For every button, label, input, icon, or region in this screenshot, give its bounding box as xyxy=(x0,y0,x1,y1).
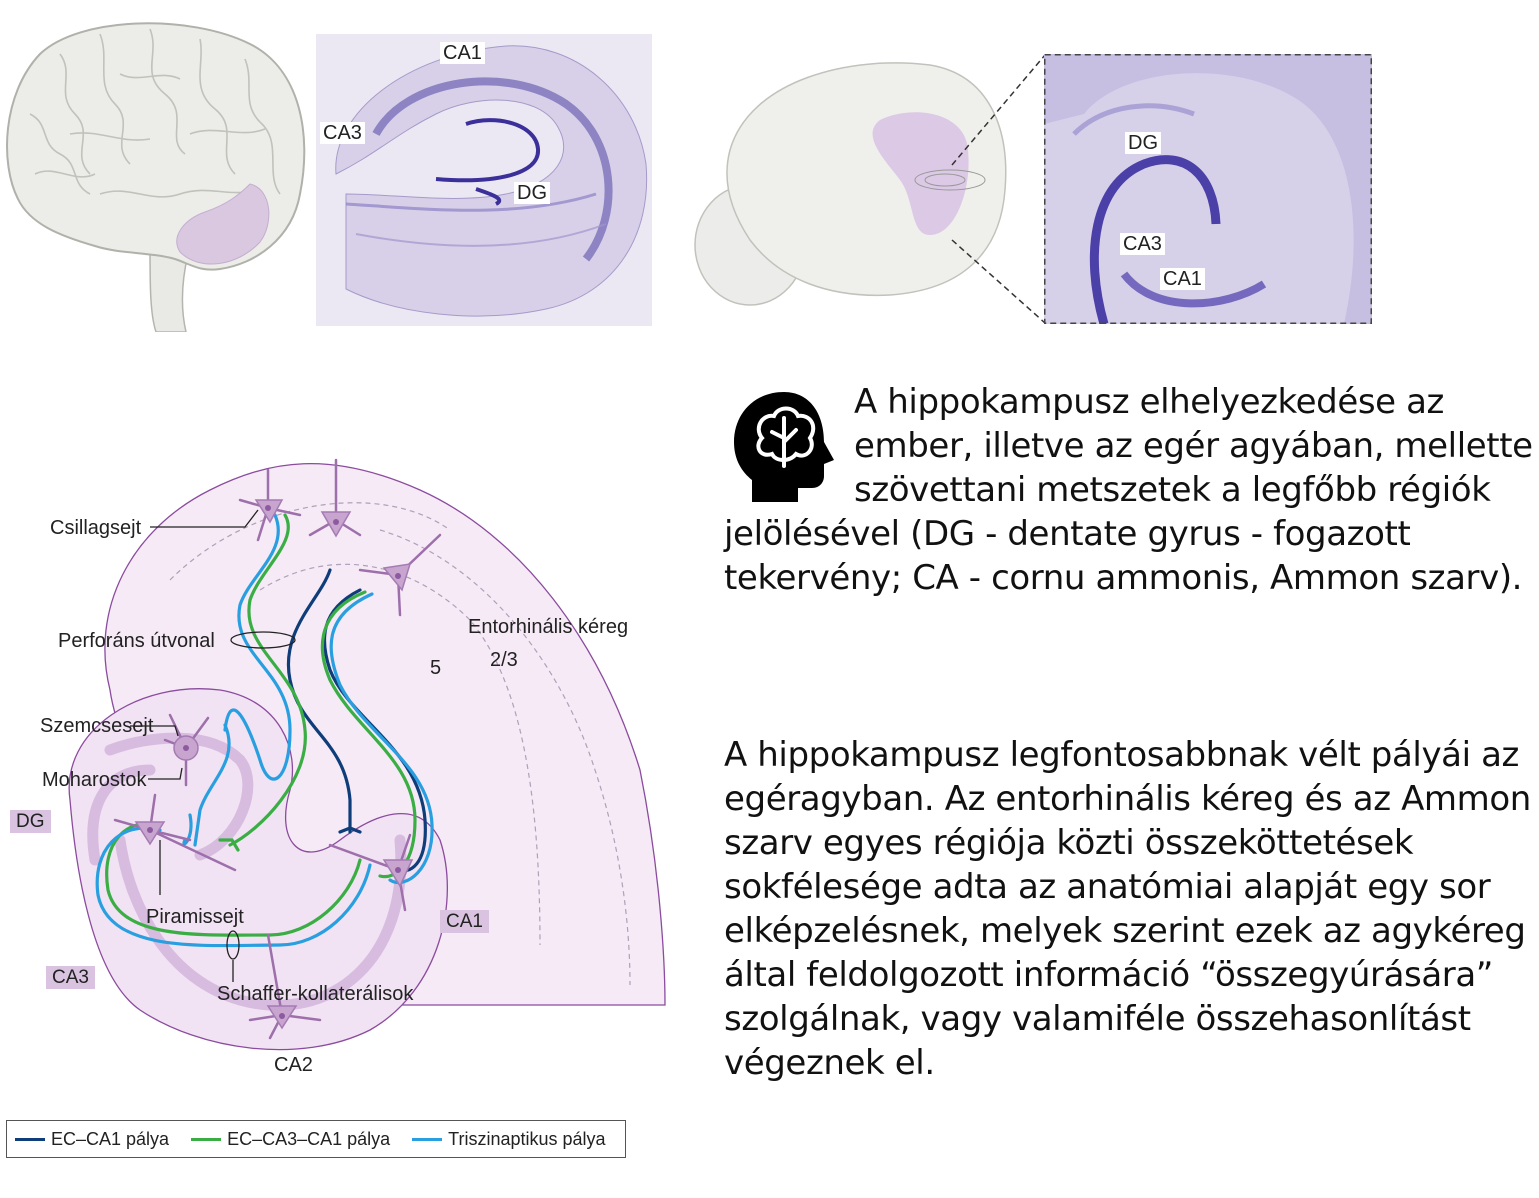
legend-item-trisynaptic: Triszinaptikus pálya xyxy=(412,1128,606,1150)
legend-swatch-trisynaptic xyxy=(412,1137,443,1141)
label-layer-2-3: 2/3 xyxy=(490,649,518,671)
description-paragraph-1: A hippokampusz elhelyezkedése az ember, … xyxy=(724,382,1533,598)
label-region-dg: DG xyxy=(10,810,51,833)
label-pyramidal-cell: Piramissejt xyxy=(146,906,244,928)
legend-swatch-ec-ca1 xyxy=(15,1137,45,1141)
legend-swatch-ec-ca3-ca1 xyxy=(191,1137,222,1141)
mouse-label-dg: DG xyxy=(1125,132,1161,154)
legend-label-trisynaptic: Triszinaptikus pálya xyxy=(448,1128,606,1149)
legend-item-ec-ca3-ca1: EC–CA3–CA1 pálya xyxy=(191,1129,390,1150)
label-perforant-path: Perforáns útvonal xyxy=(58,630,215,652)
label-schaffer-collaterals: Schaffer-kollaterálisok xyxy=(217,983,414,1005)
legend-item-ec-ca1: EC–CA1 pálya xyxy=(15,1129,169,1150)
label-granule-cell: Szemcsesejt xyxy=(40,715,154,737)
label-mossy-fibers: Moharostok xyxy=(42,769,147,791)
label-region-ca3: CA3 xyxy=(46,966,95,989)
mouse-label-ca3: CA3 xyxy=(1120,233,1165,255)
legend-label-ec-ca1: EC–CA1 pálya xyxy=(51,1128,170,1149)
label-star-cell: Csillagsejt xyxy=(50,517,142,539)
mouse-brain-illustration xyxy=(694,54,1046,324)
description-paragraph-2: A hippokampusz legfontosabbnak vélt pály… xyxy=(724,735,1531,1083)
legend-label-ec-ca3-ca1: EC–CA3–CA1 pálya xyxy=(227,1128,391,1149)
hippocampal-circuit-diagram xyxy=(68,458,666,1051)
pathway-legend: EC–CA1 pálya EC–CA3–CA1 pálya Triszinapt… xyxy=(6,1120,626,1158)
label-entorhinal-cortex: Entorhinális kéreg xyxy=(468,616,629,638)
human-label-dg: DG xyxy=(514,182,550,204)
label-region-ca1: CA1 xyxy=(440,910,489,933)
label-layer-5: 5 xyxy=(430,657,442,679)
human-hippocampus-histology xyxy=(316,34,652,326)
human-label-ca3: CA3 xyxy=(320,122,365,144)
mouse-hippocampus-histology xyxy=(1044,54,1372,324)
human-label-ca1: CA1 xyxy=(440,42,485,64)
brain-head-icon xyxy=(734,392,834,502)
label-region-ca2: CA2 xyxy=(274,1054,313,1076)
mouse-label-ca1: CA1 xyxy=(1160,268,1205,290)
human-brain-illustration xyxy=(6,22,306,332)
